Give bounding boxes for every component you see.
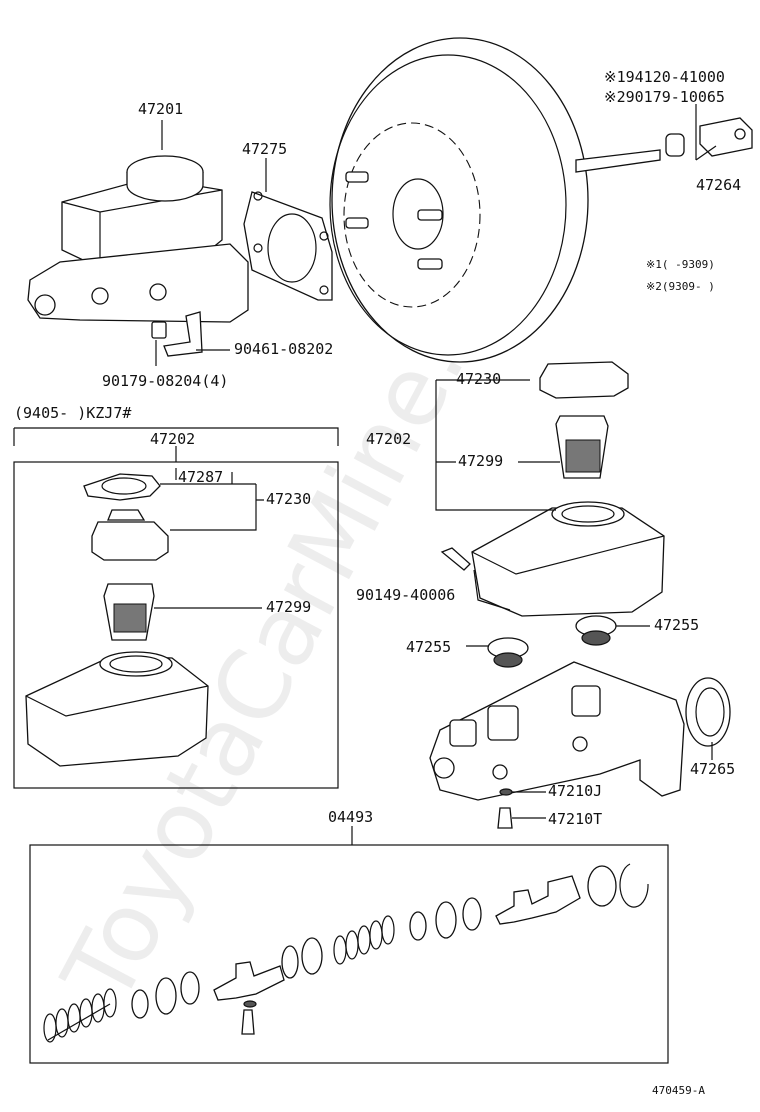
brake-booster: [329, 37, 753, 363]
reservoir-set-right: [440, 361, 665, 668]
note-1: ※1( -9309): [646, 258, 715, 271]
leader-lines: [154, 104, 717, 845]
label-right-47299: 47299: [458, 452, 503, 470]
label-194120-41000: ※194120-41000: [604, 68, 725, 86]
label-box-47202: 47202: [150, 430, 195, 448]
label-47264: 47264: [696, 176, 741, 194]
reservoir-kit-box: [13, 427, 339, 789]
label-date-range: (9405- )KZJ7#: [14, 404, 131, 422]
label-47275: 47275: [242, 140, 287, 158]
label-right-47202: 47202: [366, 430, 411, 448]
gasket-47275: [243, 191, 333, 301]
label-90461-08202: 90461-08202: [234, 340, 333, 358]
label-47255-left: 47255: [406, 638, 451, 656]
label-290179-10065: ※290179-10065: [604, 88, 725, 106]
label-90149-40006: 90149-40006: [356, 586, 455, 604]
label-47201: 47201: [138, 100, 183, 118]
figure-code: 470459-A: [652, 1084, 705, 1097]
label-47265: 47265: [690, 760, 735, 778]
callout-labels: 47201 47275 ※194120-41000 ※290179-10065 …: [14, 68, 741, 1097]
label-90179-08204: 90179-08204(4): [102, 372, 228, 390]
master-cylinder-assembly: [27, 155, 249, 357]
label-47210T: 47210T: [548, 810, 602, 828]
master-cylinder-body: [429, 661, 731, 829]
label-04493: 04493: [328, 808, 373, 826]
label-right-47230: 47230: [456, 370, 501, 388]
label-47210J: 47210J: [548, 782, 602, 800]
repair-kit-box: [29, 844, 669, 1064]
note-2: ※2(9309- ): [646, 280, 715, 293]
label-47255-right: 47255: [654, 616, 699, 634]
label-box-47299: 47299: [266, 598, 311, 616]
label-47287: 47287: [178, 468, 223, 486]
label-box-47230: 47230: [266, 490, 311, 508]
